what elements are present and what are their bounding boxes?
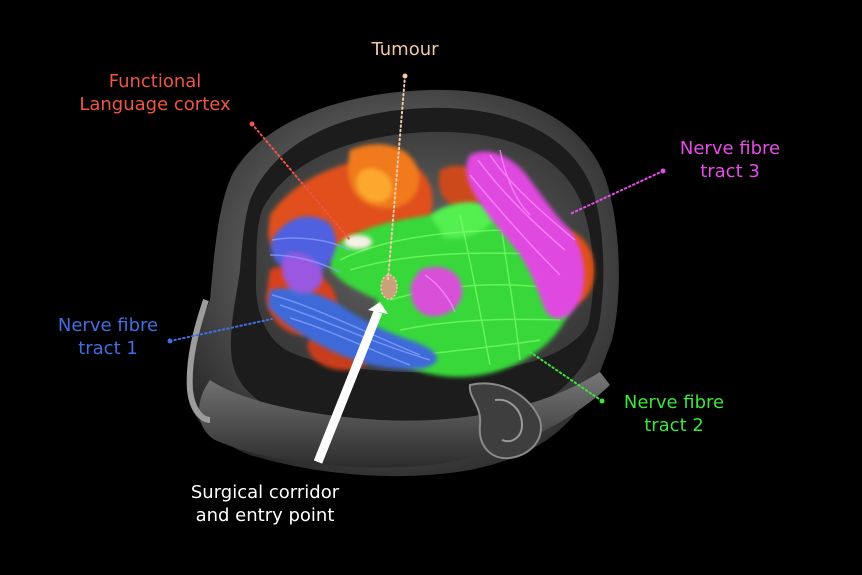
- surgical-corridor-label-line-1: Surgical corridor: [190, 482, 340, 503]
- tract-1-leader: [169, 318, 273, 342]
- tract-3-leader: [569, 170, 664, 215]
- tumour-label-line: Tumour: [371, 39, 439, 60]
- language-cortex-label-line-2: Language cortex: [79, 94, 231, 115]
- surgical-corridor-label: Surgical corridor and entry point: [150, 481, 380, 527]
- tract-1-label-line-1: Nerve fibre: [57, 315, 159, 336]
- face-edge: [186, 299, 211, 423]
- language-cortex-label-line-1: Functional: [108, 71, 202, 92]
- language-cortex-label: Functional Language cortex: [60, 70, 250, 116]
- tract-1-fibres: [269, 237, 431, 366]
- tract-1-label: Nerve fibre tract 1: [38, 314, 178, 360]
- tumour-label: Tumour: [360, 38, 450, 61]
- tumour-region: [344, 235, 398, 300]
- entry-point-marker: [368, 302, 388, 314]
- language-cortex-leader: [251, 123, 351, 241]
- tumour-leader: [387, 75, 406, 281]
- tract-2-label-line-1: Nerve fibre: [623, 392, 725, 413]
- tract-2-label: Nerve fibre tract 2: [604, 391, 744, 437]
- tract-2-label-line-2: tract 2: [644, 415, 704, 436]
- tract-3-fibres: [424, 149, 576, 313]
- leader-dots: [167, 73, 666, 404]
- nerve-fibre-tract-3-shape: [410, 151, 585, 319]
- surgical-corridor-line: [313, 310, 383, 464]
- surgical-corridor-label-line-2: and entry point: [195, 505, 335, 526]
- tract-2-leader: [529, 351, 603, 402]
- tract-3-label-line-1: Nerve fibre: [679, 138, 781, 159]
- tract-1-label-line-2: tract 1: [78, 338, 138, 359]
- ear-inner: [494, 398, 524, 443]
- tract-3-label-line-2: tract 3: [700, 161, 760, 182]
- ear-shape: [468, 382, 542, 460]
- tract-3-label: Nerve fibre tract 3: [660, 137, 800, 183]
- leader-lines: [169, 75, 664, 402]
